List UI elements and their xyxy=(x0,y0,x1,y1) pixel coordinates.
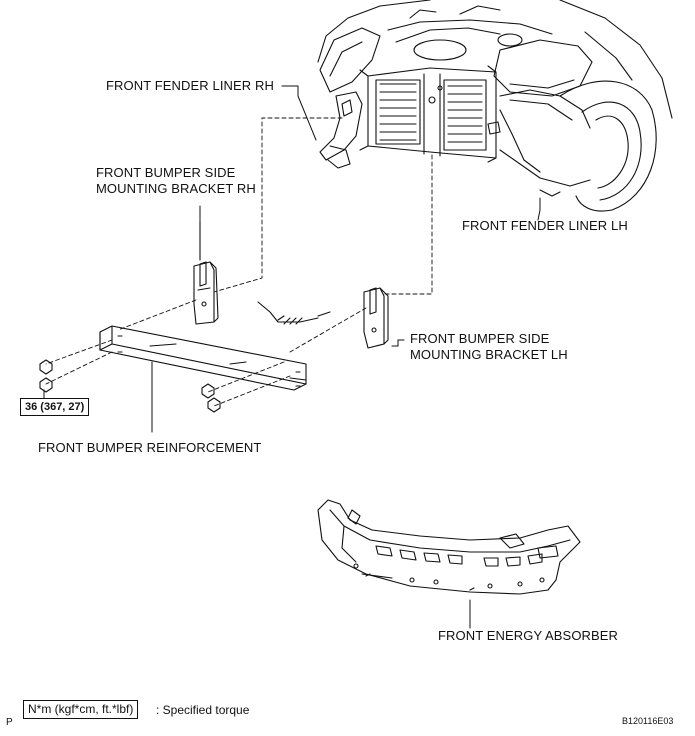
reinforcement-part xyxy=(99,325,307,391)
corner-letter: P xyxy=(6,717,13,728)
side-bracket-rh-part xyxy=(193,221,219,325)
leader-lines xyxy=(43,85,541,629)
label-front-fender-liner-rh: FRONT FENDER LINER RH xyxy=(106,78,274,93)
label-front-bumper-side-mounting-bracket-lh: FRONT BUMPER SIDE MOUNTING BRACKET LH xyxy=(410,331,568,362)
legend-description: : Specified torque xyxy=(156,703,250,717)
legend-unit-box: N*m (kgf*cm, ft.*lbf) xyxy=(23,700,139,719)
label-front-bumper-side-mounting-bracket-rh: FRONT BUMPER SIDE MOUNTING BRACKET RH xyxy=(96,165,256,196)
vehicle-front-end xyxy=(317,0,673,212)
nuts xyxy=(39,359,221,413)
energy-absorber-part xyxy=(317,499,581,595)
label-front-bumper-reinforcement: FRONT BUMPER REINFORCEMENT xyxy=(38,440,262,455)
label-front-fender-liner-lh: FRONT FENDER LINER LH xyxy=(462,218,628,233)
label-front-energy-absorber: FRONT ENERGY ABSORBER xyxy=(438,628,619,643)
side-bracket-lh-part xyxy=(363,287,389,349)
alignment-lines xyxy=(45,117,433,407)
torque-spec-box: 36 (367, 27) xyxy=(20,398,90,416)
wire-harness xyxy=(257,301,331,325)
figure-code: B120116E03 xyxy=(622,716,674,726)
